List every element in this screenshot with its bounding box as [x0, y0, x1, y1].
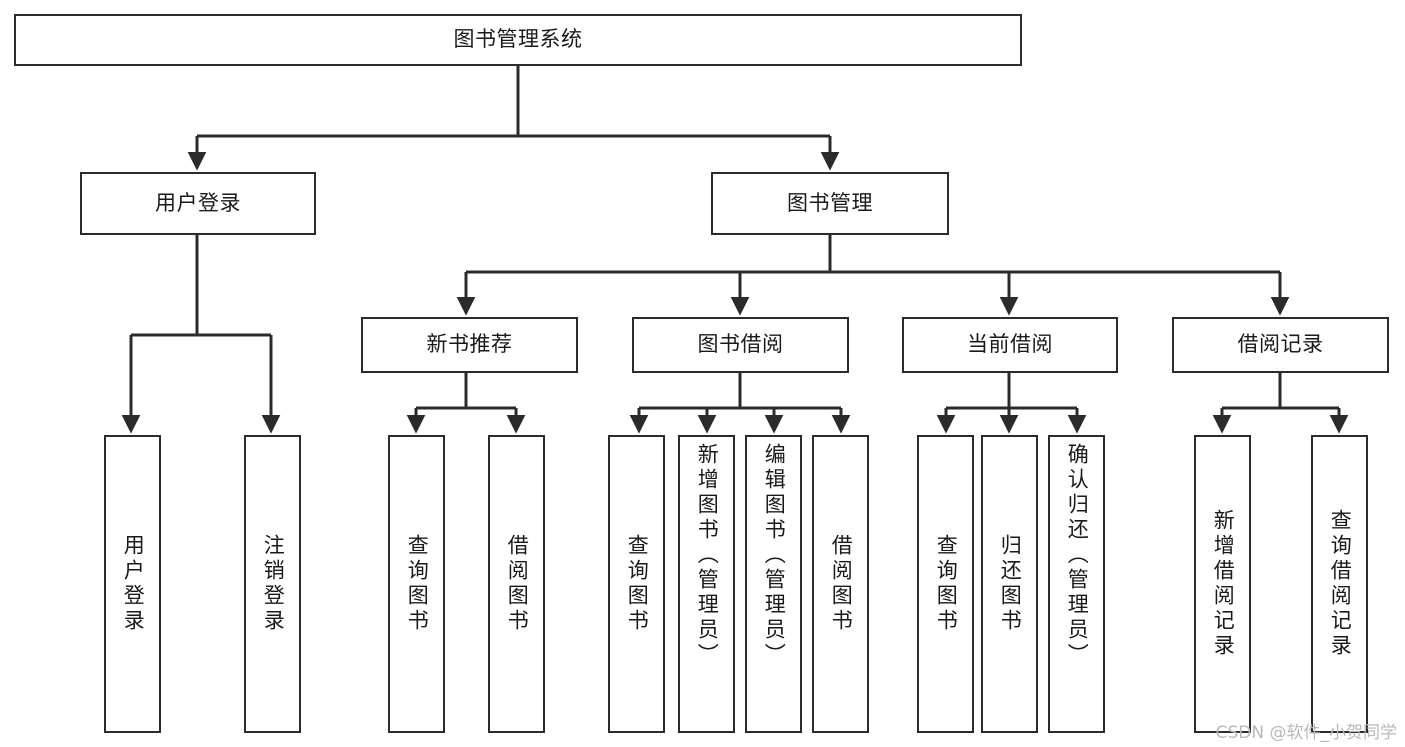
leaf-recommend-borrow-book[interactable]: 借阅图书 — [488, 435, 545, 733]
leaf-current-return-book[interactable]: 归还图书 — [981, 435, 1038, 733]
node-label: 借阅图书 — [829, 534, 854, 634]
node-label: 查询图书 — [405, 534, 430, 634]
node-label: 注销登录 — [261, 534, 286, 634]
node-label: 新书推荐 — [426, 332, 513, 357]
node-label: 图书管理系统 — [453, 27, 583, 52]
node-label: 新增图书（管理员） — [695, 443, 720, 668]
node-label: 确认归还（管理员） — [1065, 443, 1090, 668]
leaf-borrow-borrow-book[interactable]: 借阅图书 — [812, 435, 869, 733]
leaf-borrow-add-book-admin[interactable]: 新增图书（管理员） — [678, 435, 735, 733]
node-root-book-management-system[interactable]: 图书管理系统 — [14, 14, 1022, 66]
node-label: 新增借阅记录 — [1211, 509, 1236, 659]
node-book-management[interactable]: 图书管理 — [711, 172, 949, 235]
node-label: 图书管理 — [787, 190, 873, 215]
node-label: 借阅记录 — [1237, 332, 1324, 357]
watermark-text: CSDN @软件_小贺同学 — [1215, 723, 1397, 743]
node-label: 当前借阅 — [967, 332, 1053, 357]
leaf-borrow-query-book[interactable]: 查询图书 — [608, 435, 665, 733]
node-label: 查询图书 — [625, 534, 650, 634]
node-borrow-record[interactable]: 借阅记录 — [1172, 317, 1389, 373]
node-user-login[interactable]: 用户登录 — [80, 172, 316, 235]
node-label: 编辑图书（管理员） — [762, 443, 787, 668]
node-current-borrow[interactable]: 当前借阅 — [902, 317, 1118, 373]
leaf-user-login[interactable]: 用户登录 — [104, 435, 161, 733]
leaf-current-confirm-return-admin[interactable]: 确认归还（管理员） — [1048, 435, 1105, 733]
node-new-book-recommend[interactable]: 新书推荐 — [361, 317, 578, 373]
leaf-user-logout[interactable]: 注销登录 — [244, 435, 301, 733]
leaf-recommend-query-book[interactable]: 查询图书 — [388, 435, 445, 733]
node-label: 用户登录 — [121, 534, 146, 634]
node-label: 借阅图书 — [505, 534, 530, 634]
node-label: 归还图书 — [998, 534, 1023, 634]
leaf-record-query-borrow-record[interactable]: 查询借阅记录 — [1311, 435, 1368, 733]
node-label: 用户登录 — [155, 190, 241, 215]
node-label: 查询图书 — [934, 534, 959, 634]
leaf-borrow-edit-book-admin[interactable]: 编辑图书（管理员） — [745, 435, 802, 733]
node-label: 图书借阅 — [697, 332, 784, 357]
node-book-borrow[interactable]: 图书借阅 — [632, 317, 849, 373]
leaf-current-query-book[interactable]: 查询图书 — [917, 435, 974, 733]
node-label: 查询借阅记录 — [1328, 509, 1353, 659]
leaf-record-add-borrow-record[interactable]: 新增借阅记录 — [1194, 435, 1251, 733]
